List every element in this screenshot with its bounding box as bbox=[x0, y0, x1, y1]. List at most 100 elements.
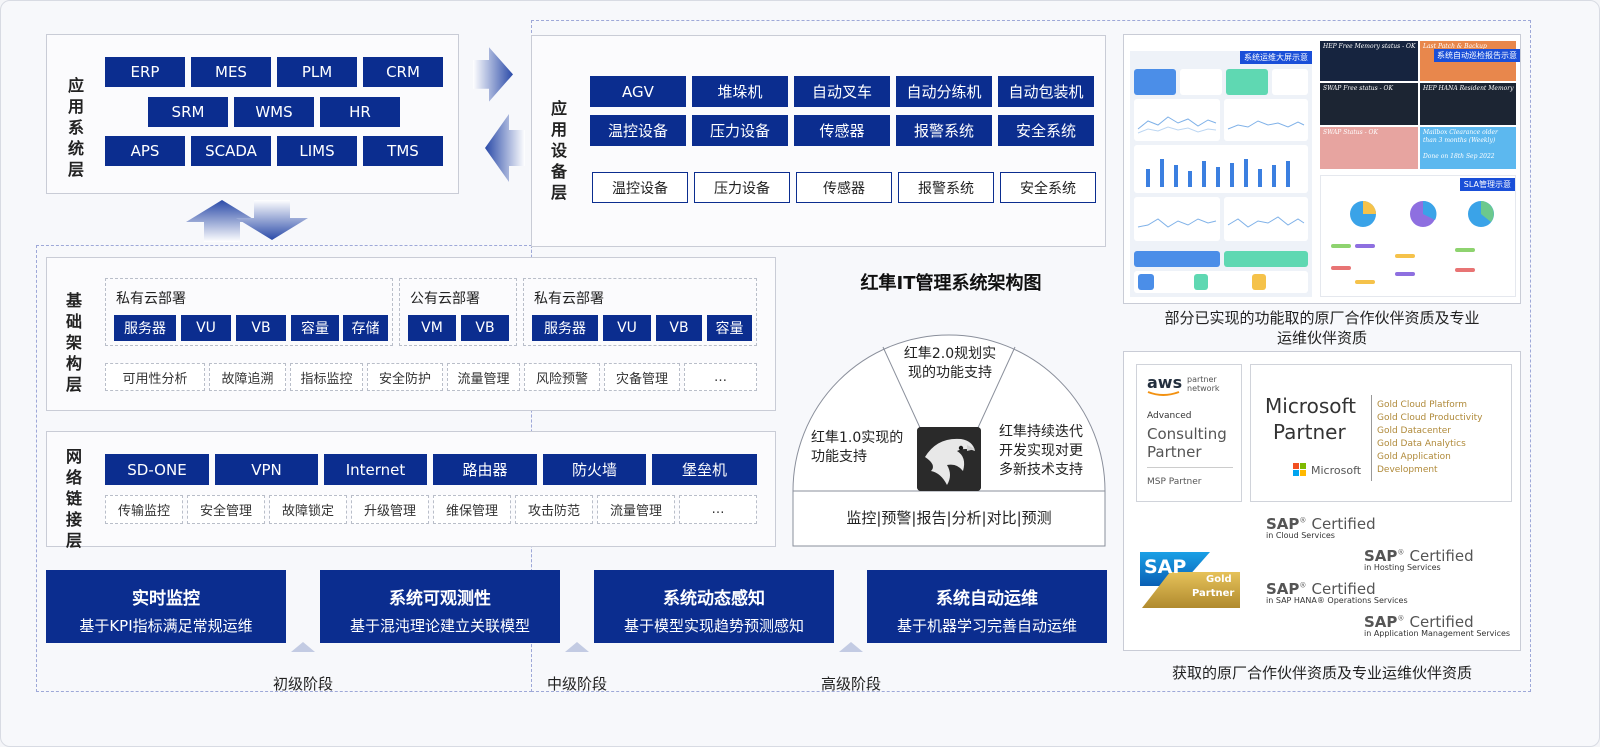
infra-g1-vu: VU bbox=[181, 315, 231, 341]
network-layer-panel: 网络链接层 SD-ONE VPN Internet 路由器 防火墙 堡垒机 传输… bbox=[46, 431, 776, 547]
report-card-6: Mailbox Clearance older than 3 months (W… bbox=[1420, 127, 1516, 169]
stage-4-desc: 基于机器学习完善自动运维 bbox=[867, 615, 1107, 636]
private-cloud-group-1: 私有云部署 服务器 VU VB 容量 存储 bbox=[105, 278, 393, 346]
ms-comp-3: Gold Datacenter bbox=[1377, 425, 1511, 438]
app-crm: CRM bbox=[363, 57, 443, 87]
app-mes: MES bbox=[191, 57, 271, 87]
infra-layer-title: 基础架构层 bbox=[63, 290, 85, 395]
support-left-text: 红隼1.0实现的功能支持 bbox=[811, 429, 911, 467]
public-cloud-group: 公有云部署 VM VB bbox=[399, 278, 517, 346]
net-feature-fault: 故障锁定 bbox=[269, 495, 347, 524]
device-safety: 安全系统 bbox=[998, 115, 1094, 146]
sla-pie-charts bbox=[1335, 196, 1515, 232]
bar-chart bbox=[1134, 145, 1308, 193]
device-stacker: 堆垛机 bbox=[692, 76, 788, 107]
net-feature-maintenance: 维保管理 bbox=[433, 495, 511, 524]
ms-partner: Partner bbox=[1273, 421, 1346, 443]
infra-feature-risk: 风险预警 bbox=[524, 363, 600, 391]
app-scada: SCADA bbox=[191, 136, 271, 166]
net-router: 路由器 bbox=[433, 454, 537, 485]
infra-g3-vb: VB bbox=[656, 315, 702, 341]
report-card-4: HEP HANA Resident Memory bbox=[1420, 83, 1516, 125]
aws-partner: Partner bbox=[1147, 443, 1202, 461]
device-temp: 温控设备 bbox=[590, 115, 686, 146]
sap-cert-ams: SAP® Certified in Application Management… bbox=[1364, 612, 1510, 638]
kpi-card-3 bbox=[1226, 69, 1268, 95]
ms-comp-4: Gold Data Analytics bbox=[1377, 438, 1511, 451]
falcon-logo-icon bbox=[917, 427, 981, 491]
app-lims: LIMS bbox=[277, 136, 357, 166]
device-pressure: 压力设备 bbox=[692, 115, 788, 146]
stage-1-title: 实时监控 bbox=[46, 584, 286, 609]
sap-gold-logo-icon: SAP Gold Partner bbox=[1140, 552, 1240, 608]
stage-1-box: 实时监控 基于KPI指标满足常规运维 bbox=[46, 570, 286, 643]
exchange-arrows-horizontal bbox=[469, 46, 529, 186]
stage-2-box: 系统可观测性 基于混沌理论建立关联模型 bbox=[320, 570, 560, 643]
tag-sla: SLA管理示意 bbox=[1460, 178, 1515, 191]
dashboard-mock: 系统运维大屏示意 bbox=[1130, 41, 1312, 297]
stage-3-desc: 基于模型实现趋势预测感知 bbox=[594, 615, 834, 636]
net-feature-attack: 攻击防范 bbox=[515, 495, 593, 524]
kpi-card-1 bbox=[1134, 69, 1176, 95]
private-cloud-label-2: 私有云部署 bbox=[534, 288, 604, 308]
exchange-arrows-vertical bbox=[184, 198, 314, 243]
stage-pointer-1-icon bbox=[291, 642, 315, 652]
stage-2-title: 系统可观测性 bbox=[320, 584, 560, 609]
stage-1-desc: 基于KPI指标满足常规运维 bbox=[46, 615, 286, 636]
device-forklift: 自动叉车 bbox=[794, 76, 890, 107]
line-chart-3 bbox=[1134, 197, 1220, 241]
support-right-text: 红隼持续迭代开发实现对更多新技术支持 bbox=[999, 423, 1095, 480]
infra-feature-metrics: 指标监控 bbox=[290, 363, 363, 391]
app-tms: TMS bbox=[363, 136, 443, 166]
infra-g2-vm: VM bbox=[408, 315, 456, 341]
device-packer: 自动包装机 bbox=[998, 76, 1094, 107]
infra-g1-capacity: 容量 bbox=[291, 315, 339, 341]
line-chart-4 bbox=[1224, 197, 1308, 241]
microsoft-badge: Microsoft Partner Microsoft Gold Cloud P… bbox=[1250, 364, 1512, 502]
stage-label-beginner: 初级阶段 bbox=[243, 673, 363, 694]
infra-layer-panel: 基础架构层 私有云部署 服务器 VU VB 容量 存储 公有云部署 VM VB … bbox=[46, 257, 776, 411]
app-wms: WMS bbox=[234, 97, 314, 127]
device-safety-2: 安全系统 bbox=[1000, 172, 1096, 203]
ms-windows-icon bbox=[1293, 463, 1307, 477]
support-bottom-text: 监控|预警|报告|分析|对比|预测 bbox=[793, 507, 1105, 528]
aws-smile-icon bbox=[1147, 391, 1181, 397]
kpi-card-4 bbox=[1272, 69, 1308, 95]
net-internet: Internet bbox=[324, 454, 427, 485]
stage-pointer-3-icon bbox=[839, 642, 863, 652]
status-card-1 bbox=[1134, 251, 1220, 267]
ms-brand: Microsoft bbox=[1311, 464, 1361, 477]
aws-level: Advanced bbox=[1147, 411, 1191, 421]
public-cloud-label: 公有云部署 bbox=[410, 288, 480, 308]
kpi-card-2 bbox=[1180, 69, 1222, 95]
app-erp: ERP bbox=[105, 57, 185, 87]
sap-cert-sub-4: in Application Management Services bbox=[1364, 629, 1510, 638]
report-card-5: SWAP Status - OK bbox=[1320, 127, 1418, 169]
status-strip bbox=[1134, 271, 1308, 293]
aws-msp: MSP Partner bbox=[1147, 477, 1201, 487]
stage-pointer-2-icon bbox=[565, 642, 589, 652]
aws-network: partner network bbox=[1187, 375, 1241, 393]
stage-3-title: 系统动态感知 bbox=[594, 584, 834, 609]
network-layer-title: 网络链接层 bbox=[63, 446, 85, 551]
ms-divider bbox=[1371, 395, 1372, 481]
device-sorter: 自动分练机 bbox=[896, 76, 992, 107]
stage-4-title: 系统自动运维 bbox=[867, 584, 1107, 609]
infra-g3-vu: VU bbox=[603, 315, 651, 341]
net-bastion: 堡垒机 bbox=[652, 454, 757, 485]
infra-g3-capacity: 容量 bbox=[707, 315, 752, 341]
infra-g1-server: 服务器 bbox=[114, 315, 176, 341]
infra-feature-availability: 可用性分析 bbox=[105, 363, 205, 391]
net-feature-more: … bbox=[679, 495, 757, 524]
net-sdone: SD-ONE bbox=[105, 454, 209, 485]
sla-mock: SLA管理示意 bbox=[1320, 175, 1516, 297]
app-aps: APS bbox=[105, 136, 185, 166]
sap-logo-text: SAP bbox=[1144, 556, 1186, 578]
sap-cert-sub-3: in SAP HANA® Operations Services bbox=[1266, 596, 1408, 605]
aws-logo-icon: aws bbox=[1147, 373, 1182, 392]
report-card-3: SWAP Free status - OK bbox=[1320, 83, 1418, 125]
app-srm: SRM bbox=[148, 97, 228, 127]
diagram-title: 红隼IT管理系统架构图 bbox=[801, 269, 1101, 295]
device-sensor-2: 传感器 bbox=[796, 172, 892, 203]
private-cloud-group-2: 私有云部署 服务器 VU VB 容量 bbox=[523, 278, 757, 346]
